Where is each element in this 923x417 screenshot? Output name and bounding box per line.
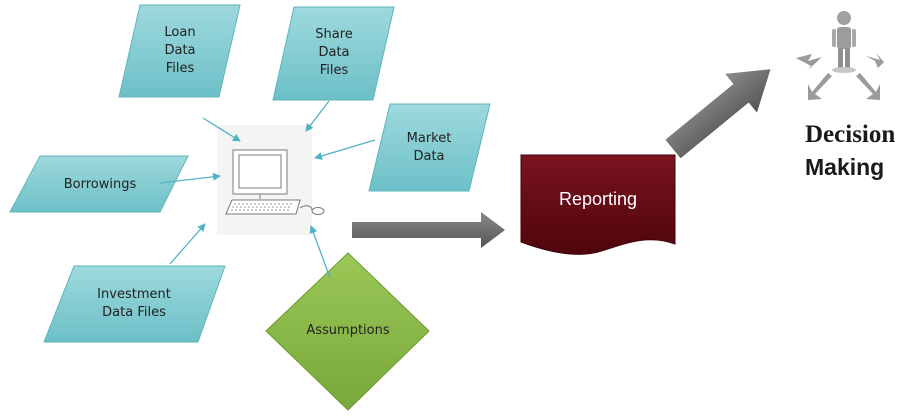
making-word: Making (805, 154, 885, 180)
loan-data-files-shape (118, 4, 241, 98)
investment-data-files-shape (43, 265, 226, 343)
borrowings-label: Borrowings (63, 177, 137, 192)
share-connector (305, 100, 330, 132)
to-decision-arrow (665, 69, 771, 159)
assumptions-shape (265, 252, 430, 411)
investment-connector (169, 223, 206, 265)
reporting-shape (520, 154, 676, 255)
borrowings-connector (159, 172, 221, 184)
decision-making-label: Decision Making (805, 118, 895, 184)
market-connector (314, 139, 376, 160)
reporting-label: Reporting (558, 189, 638, 209)
loan-connector (202, 117, 241, 142)
to-reporting-arrow (352, 212, 505, 248)
person-crossroads-icon (796, 11, 884, 100)
computer-icon (217, 125, 325, 235)
decision-word: Decision (805, 121, 896, 148)
assumptions-connector (309, 225, 331, 279)
borrowings-shape (9, 155, 189, 213)
share-data-files-shape (272, 6, 395, 101)
market-data-shape (368, 103, 491, 192)
assumptions-label: Assumptions (306, 323, 390, 338)
